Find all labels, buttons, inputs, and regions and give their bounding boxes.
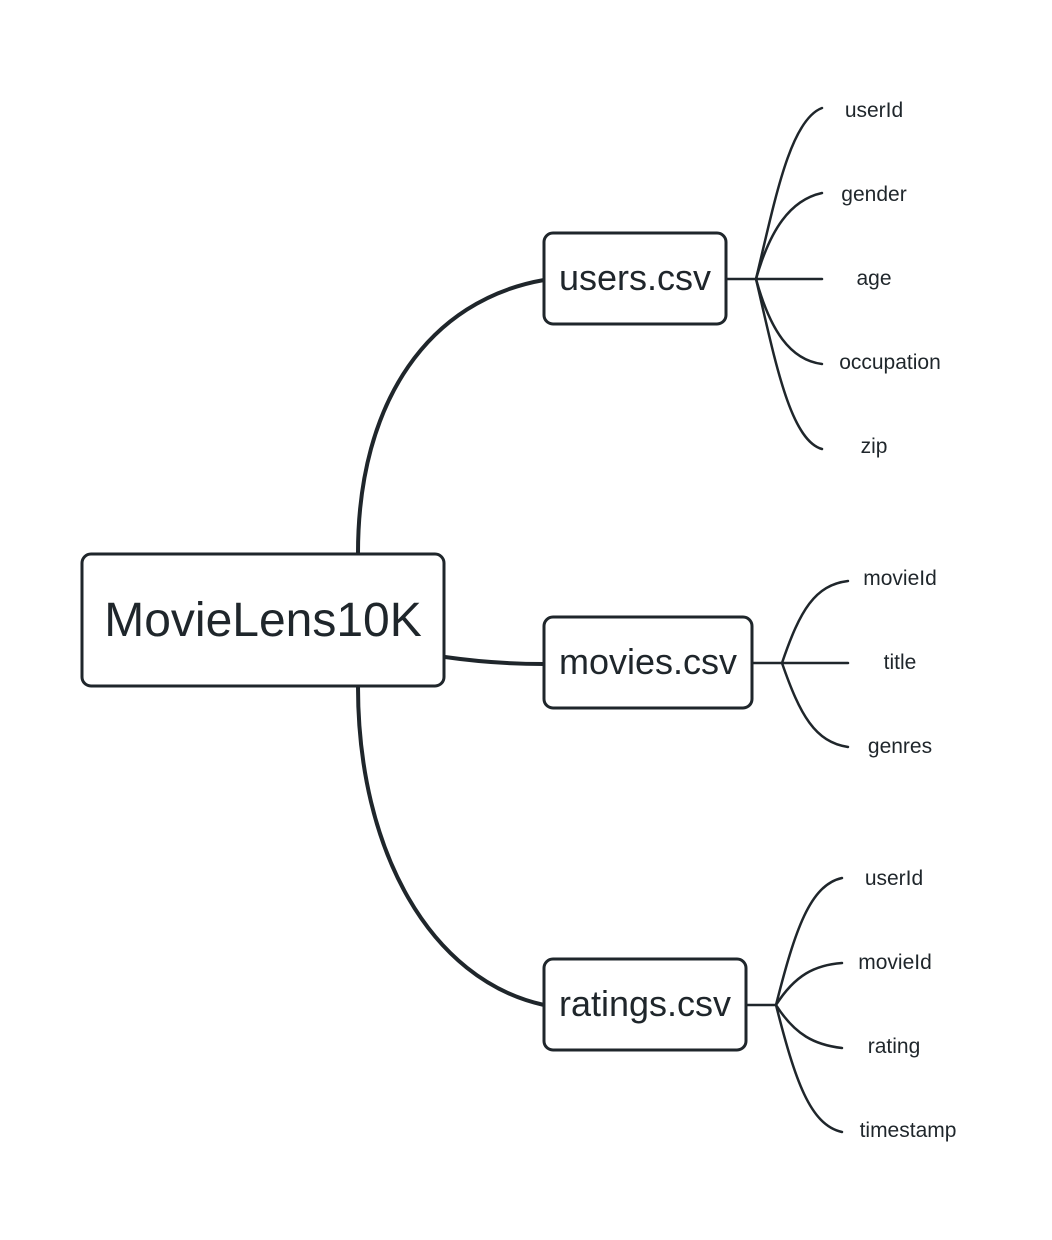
edge-ratings-timestamp (774, 1003, 844, 1134)
field-label[interactable]: occupation (839, 351, 941, 374)
field-label[interactable]: age (856, 267, 891, 290)
edge-ratings-rating (774, 1003, 844, 1050)
field-label[interactable]: gender (841, 183, 906, 206)
field-label[interactable]: rating (868, 1035, 921, 1058)
file-node-box (542, 957, 748, 1052)
users-fields: userId gender age occupation zip (839, 99, 941, 458)
edge-root-ratings (356, 685, 546, 1007)
file-node-label: ratings.csv (559, 983, 731, 1024)
field-label[interactable]: userId (865, 867, 923, 890)
edge-movies-movieid (750, 579, 850, 665)
root-edges (356, 278, 546, 1007)
file-node-label: users.csv (559, 257, 711, 298)
edge-root-users (356, 278, 546, 555)
edge-ratings-userid (745, 876, 844, 1007)
field-label[interactable]: movieId (863, 567, 937, 590)
edge-root-movies (443, 655, 546, 666)
edge-movies-genres (780, 661, 850, 749)
file-node-box (542, 231, 728, 326)
edge-users-gender (754, 191, 824, 281)
ratings-field-edges (745, 876, 844, 1134)
root-node-label: MovieLens10K (104, 594, 422, 647)
edge-ratings-movieid (774, 961, 844, 1007)
field-label[interactable]: title (884, 651, 917, 674)
ratings-fields: userId movieId rating timestamp (858, 867, 956, 1142)
field-label[interactable]: userId (845, 99, 903, 122)
root-node[interactable]: MovieLens10K (80, 552, 446, 688)
movies-fields: movieId title genres (863, 567, 937, 758)
movies-field-edges (750, 579, 850, 749)
field-label[interactable]: timestamp (860, 1119, 957, 1142)
file-node-box (542, 615, 754, 710)
field-label[interactable]: zip (861, 435, 888, 458)
file-node-label: movies.csv (559, 641, 737, 682)
field-label[interactable]: movieId (858, 951, 932, 974)
edge-users-userid (724, 106, 824, 281)
root-node-box (80, 552, 446, 688)
file-node-ratings[interactable]: ratings.csv (542, 957, 748, 1052)
file-node-movies[interactable]: movies.csv (542, 615, 754, 710)
field-label[interactable]: genres (868, 735, 932, 758)
file-node-users[interactable]: users.csv (542, 231, 728, 326)
users-field-edges (724, 106, 824, 451)
edge-users-zip (754, 277, 824, 451)
